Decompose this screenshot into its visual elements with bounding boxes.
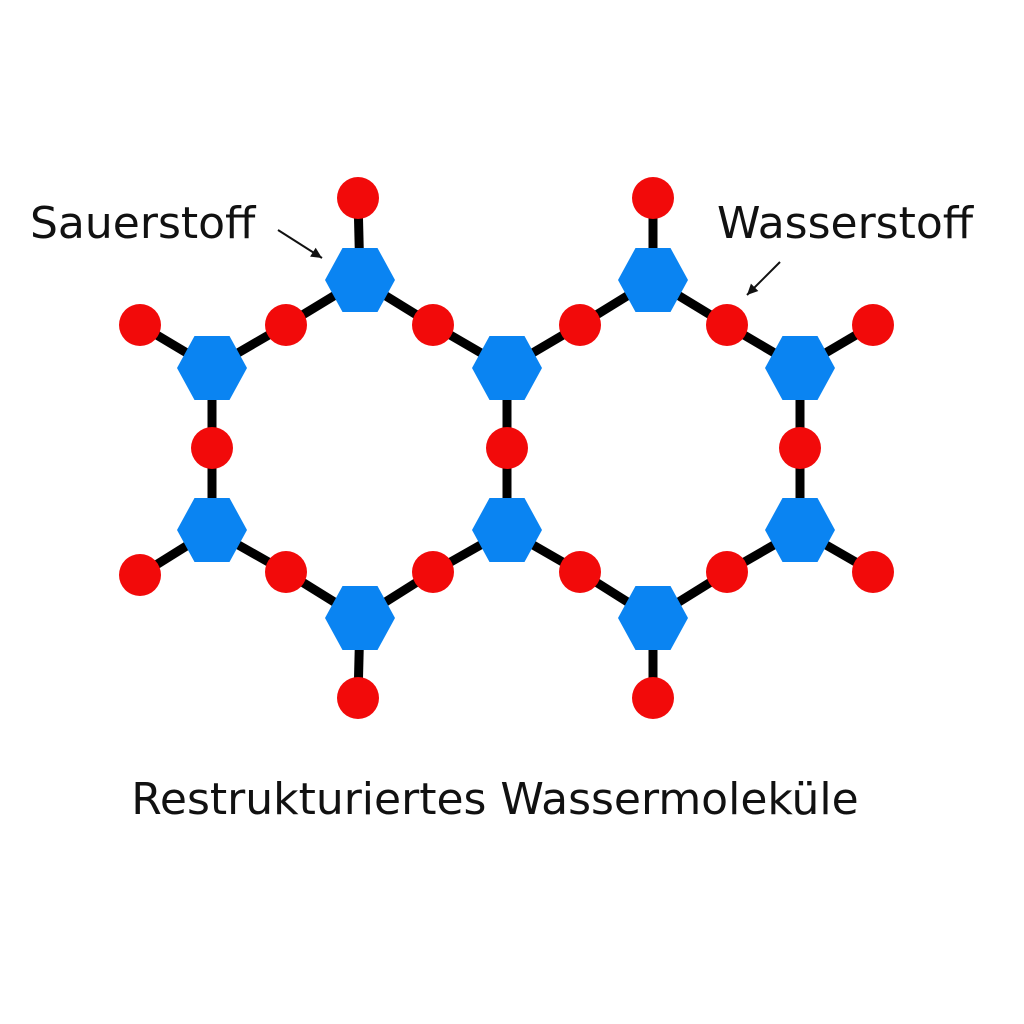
hydrogen-atom [632, 677, 674, 719]
hydrogen-atom [119, 304, 161, 346]
oxygen-atom [618, 586, 688, 650]
hydrogen-atom [265, 304, 307, 346]
arrow-hydrogen-head [747, 283, 759, 295]
oxygen-atom [177, 498, 247, 562]
oxygen-atom [325, 586, 395, 650]
hydrogen-atom [412, 304, 454, 346]
hydrogen-atom [852, 304, 894, 346]
hydrogen-atom [706, 304, 748, 346]
diagram-title: Restrukturiertes Wassermoleküle [131, 774, 859, 825]
oxygen-atom [765, 336, 835, 400]
hydrogen-atom [559, 304, 601, 346]
hydrogen-atom [559, 551, 601, 593]
hydrogen-atom [412, 551, 454, 593]
hydrogen-atom [119, 554, 161, 596]
hydrogen-atom [337, 177, 379, 219]
hydrogen-atom [706, 551, 748, 593]
hydrogen-atom [337, 677, 379, 719]
oxygen-atom [765, 498, 835, 562]
hydrogen-atom [486, 427, 528, 469]
label-hydrogen: Wasserstoff [717, 198, 974, 249]
oxygen-atom [618, 248, 688, 312]
hydrogen-atom [852, 551, 894, 593]
arrow-oxygen-head [310, 247, 322, 258]
oxygen-atom [472, 498, 542, 562]
oxygen-atom [177, 336, 247, 400]
hydrogen-atom [779, 427, 821, 469]
oxygen-atom [472, 336, 542, 400]
hydrogen-atom [632, 177, 674, 219]
hydrogen-atom [265, 551, 307, 593]
oxygen-atom [325, 248, 395, 312]
hydrogen-atom [191, 427, 233, 469]
label-oxygen: Sauerstoff [30, 198, 256, 249]
